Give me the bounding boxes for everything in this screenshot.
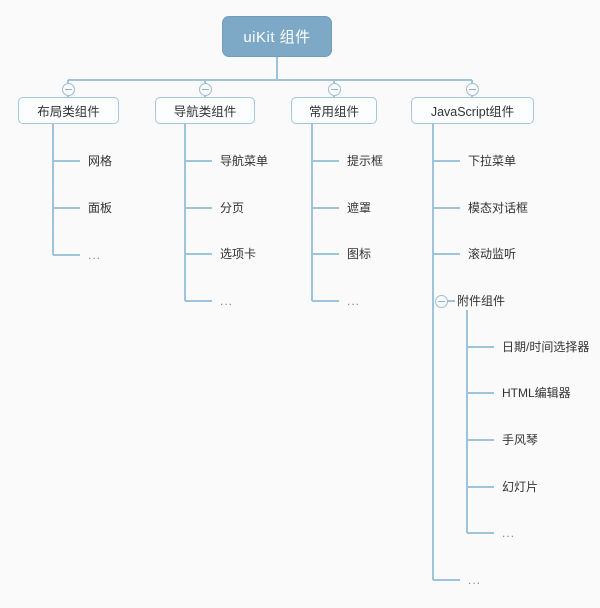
category-node-common[interactable]: 常用组件	[291, 97, 377, 124]
leaf-node[interactable]: 日期/时间选择器	[502, 340, 590, 354]
root-node[interactable]: uiKit 组件	[222, 16, 332, 57]
leaf-node[interactable]: 遮罩	[347, 201, 372, 215]
collapse-toggle-attachments[interactable]	[434, 294, 448, 308]
leaf-node[interactable]: 分页	[220, 201, 245, 215]
leaf-node-more[interactable]: ...	[502, 526, 516, 540]
leaf-node[interactable]: 幻灯片	[502, 480, 539, 494]
category-label-layout: 布局类组件	[37, 105, 100, 119]
leaf-node[interactable]: 面板	[88, 201, 113, 215]
branch-node-attachments[interactable]: 附件组件	[457, 294, 506, 308]
category-label-navigation: 导航类组件	[173, 105, 237, 119]
leaf-node[interactable]: 模态对话框	[468, 201, 529, 215]
collapse-toggle-javascript[interactable]	[465, 83, 479, 96]
category-label-common: 常用组件	[308, 105, 359, 119]
leaf-node[interactable]: 滚动监听	[468, 247, 517, 261]
leaf-node[interactable]: 导航菜单	[220, 154, 269, 168]
root-node-label: uiKit 组件	[243, 29, 311, 46]
leaf-node-more[interactable]: ...	[220, 294, 234, 308]
leaf-node[interactable]: 网格	[88, 154, 113, 168]
leaf-node-more[interactable]: ...	[347, 294, 361, 308]
category-node-layout[interactable]: 布局类组件	[18, 97, 119, 124]
category-node-javascript[interactable]: JavaScript组件	[411, 97, 534, 124]
leaf-node[interactable]: 图标	[347, 247, 372, 261]
leaf-node[interactable]: 提示框	[347, 154, 384, 168]
leaf-node[interactable]: 选项卡	[220, 247, 257, 261]
collapse-toggle-layout[interactable]	[61, 83, 75, 96]
leaf-node-more[interactable]: ...	[88, 248, 102, 262]
collapse-toggle-navigation[interactable]	[198, 83, 212, 96]
leaf-node[interactable]: 手风琴	[502, 433, 539, 447]
leaf-node[interactable]: 下拉菜单	[468, 154, 517, 168]
collapse-toggle-common[interactable]	[327, 83, 341, 96]
leaf-node[interactable]: HTML编辑器	[502, 386, 571, 400]
leaf-node-more[interactable]: ...	[468, 573, 482, 587]
category-label-javascript: JavaScript组件	[430, 105, 515, 119]
category-node-navigation[interactable]: 导航类组件	[155, 97, 255, 124]
